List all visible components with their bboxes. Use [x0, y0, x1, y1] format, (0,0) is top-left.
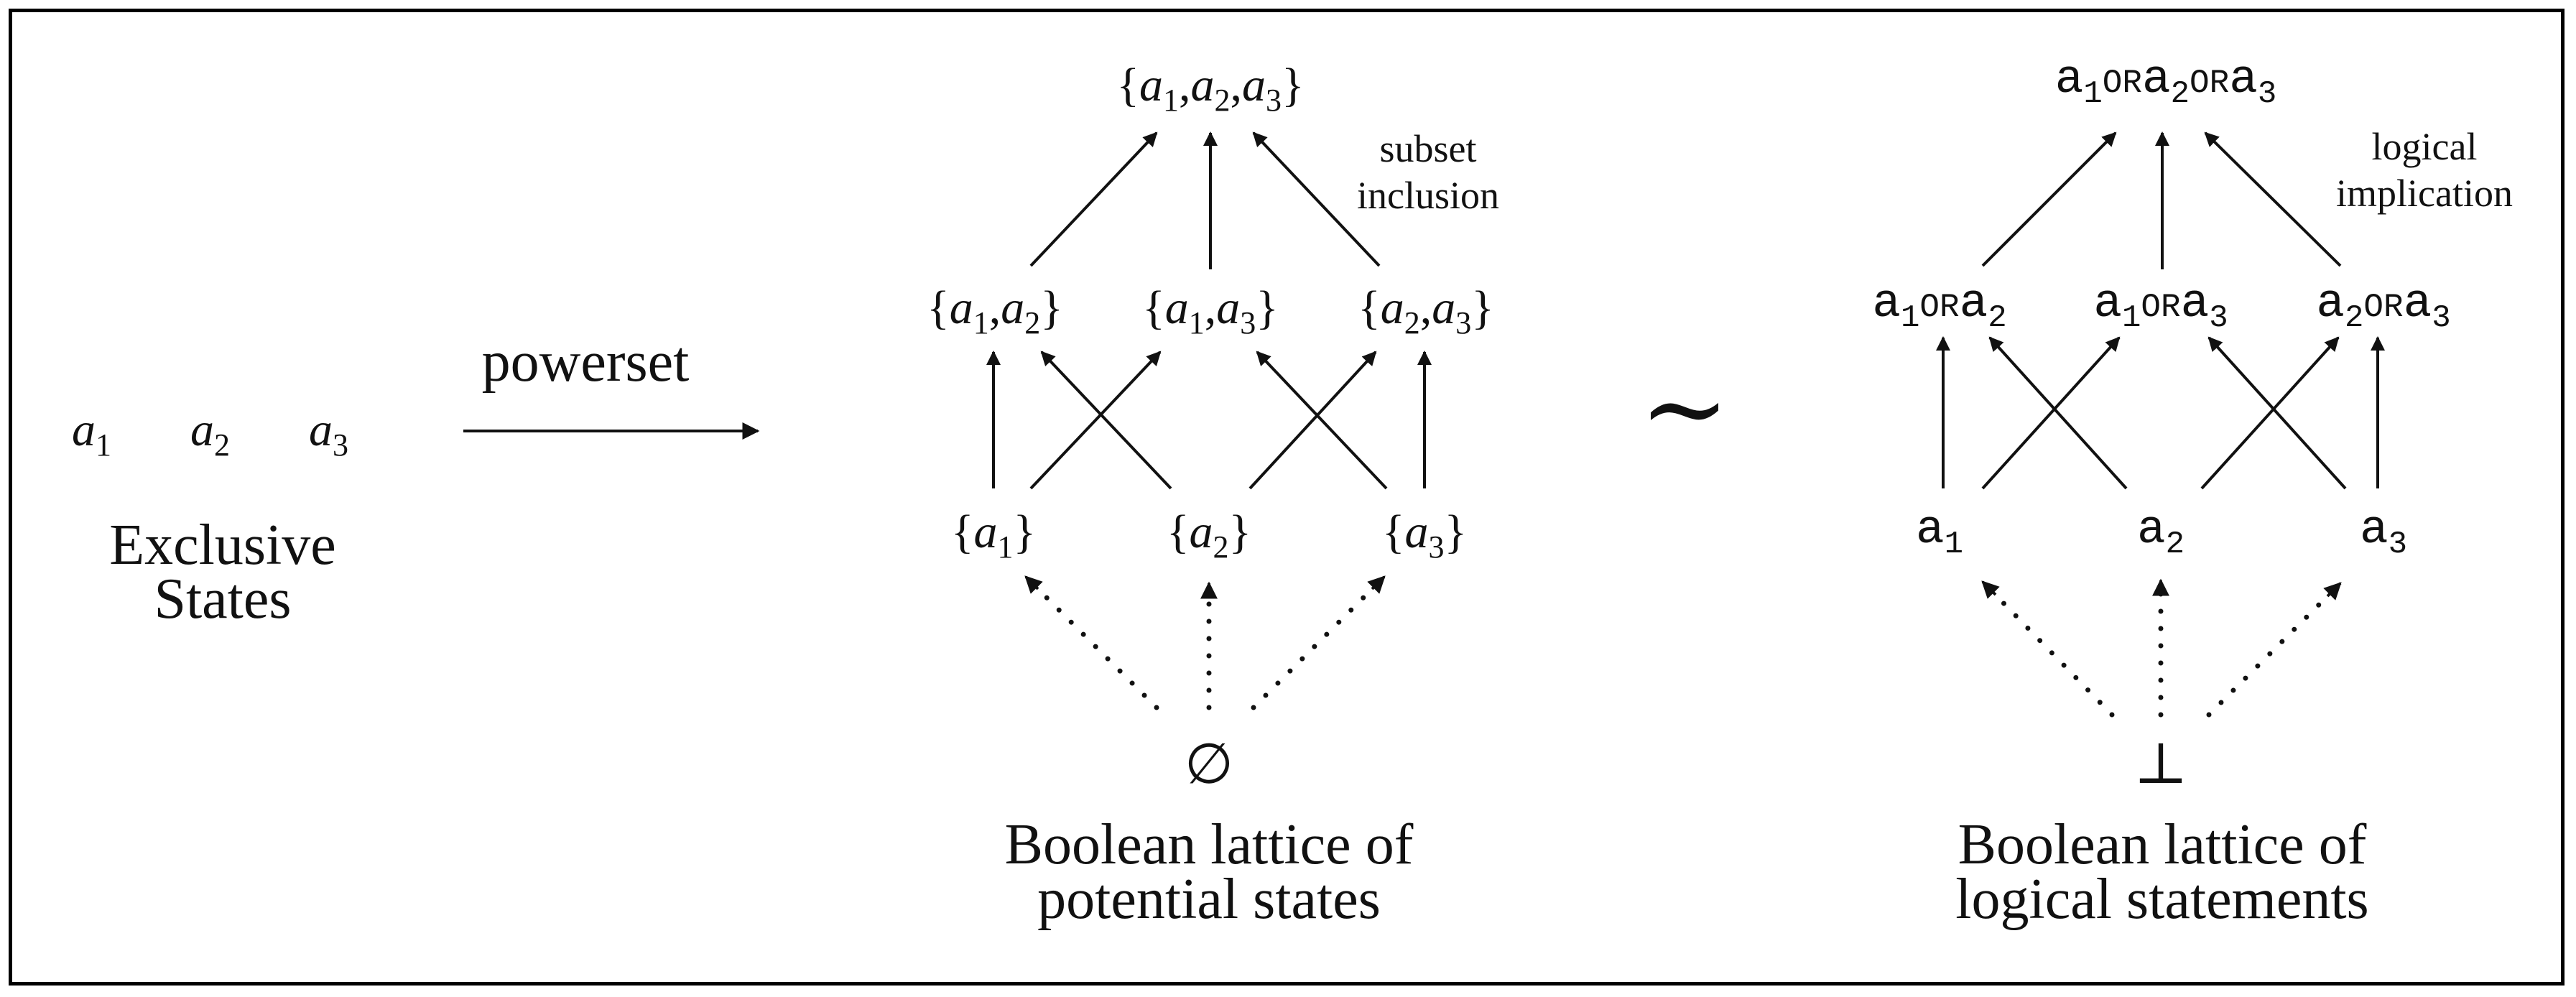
dotted-arrowhead-a3	[1367, 575, 1386, 594]
node-statement-a1-or-a3: a1ORa3	[2093, 277, 2228, 336]
node-statement-a2: a2	[2137, 503, 2184, 562]
equivalence-symbol: ∼	[1639, 350, 1730, 469]
state-a3: a3	[309, 404, 348, 463]
edge-r-a3-to-a1a3	[2207, 336, 2347, 490]
left-lattice: {a1,a2,a3} {a1,a2} {a1,a3} {a2,a3} {a1} …	[927, 59, 1499, 931]
edge-a3-to-a1a3	[1256, 351, 1388, 490]
logical-implication-label-2: implication	[2336, 172, 2513, 215]
node-statement-a1-or-a2: a1ORa2	[1872, 277, 2006, 336]
edge-r-a1a2-to-top	[1981, 131, 2117, 267]
right-lattice: a1ORa2ORa3 a1ORa2 a1ORa3 a2ORa3 a1 a2 a3…	[1872, 52, 2513, 931]
dotted-edge-bottom-to-a1	[1987, 586, 2115, 718]
right-lattice-caption-2: logical statements	[1955, 868, 2368, 931]
left-lattice-caption-1: Boolean lattice of	[1005, 813, 1414, 876]
edge-r-a2-to-a2a3	[2200, 336, 2340, 490]
dotted-arrowhead-r-a3	[2323, 582, 2342, 600]
right-lattice-caption-1: Boolean lattice of	[1958, 813, 2367, 876]
subset-inclusion-label-2: inclusion	[1357, 174, 1499, 217]
edge-a2a3-to-top	[1252, 131, 1381, 267]
node-set-a1: {a1}	[951, 506, 1036, 565]
node-set-a2-a3: {a2,a3}	[1358, 282, 1494, 340]
dotted-edge-bottom-to-a3	[2206, 586, 2338, 718]
node-set-a1-a3: {a1,a3}	[1142, 282, 1279, 340]
edge-a2-to-a1a2	[1040, 351, 1172, 490]
left-lattice-caption-2: potential states	[1037, 868, 1381, 931]
exclusive-states-caption-1: Exclusive	[109, 514, 335, 577]
node-top-set: {a1,a2,a3}	[1116, 59, 1304, 118]
exclusive-states-caption-2: States	[154, 567, 291, 631]
state-a2: a2	[190, 404, 230, 463]
edge-r-a1-to-a1a3	[1981, 336, 2121, 490]
dotted-edge-empty-to-a1	[1028, 579, 1159, 710]
dotted-arrowhead-r-a1	[1981, 580, 2000, 599]
subset-inclusion-label-1: subset	[1380, 127, 1477, 170]
powerset-label: powerset	[482, 330, 690, 394]
edge-r-a2-to-a1a2	[1988, 336, 2128, 490]
node-statement-a3: a3	[2360, 503, 2407, 562]
exclusive-states: a1 a2 a3 Exclusive States	[72, 404, 348, 631]
edge-a1a2-to-top	[1029, 131, 1158, 267]
state-a1: a1	[72, 404, 111, 463]
node-top-statement: a1ORa2ORa3	[2055, 52, 2276, 112]
dotted-edge-empty-to-a3	[1251, 579, 1382, 710]
logical-implication-label-1: logical	[2372, 125, 2478, 168]
edge-a1-to-a1a3	[1029, 351, 1162, 490]
node-bottom: ⊥	[2133, 733, 2187, 796]
edge-r-a2a3-to-top	[2204, 131, 2342, 267]
edge-a2-to-a2a3	[1248, 351, 1377, 490]
node-set-a1-a2: {a1,a2}	[927, 282, 1063, 340]
powerset-mapping: powerset	[463, 330, 760, 440]
node-set-a3: {a3}	[1382, 506, 1467, 565]
dotted-arrowhead-a1	[1024, 575, 1043, 594]
node-set-a2: {a2}	[1167, 506, 1251, 565]
node-statement-a2-or-a3: a2ORa3	[2316, 277, 2450, 336]
diagram-frame	[9, 9, 2565, 986]
node-empty-set: ∅	[1185, 733, 1233, 795]
node-statement-a1: a1	[1916, 503, 1963, 562]
